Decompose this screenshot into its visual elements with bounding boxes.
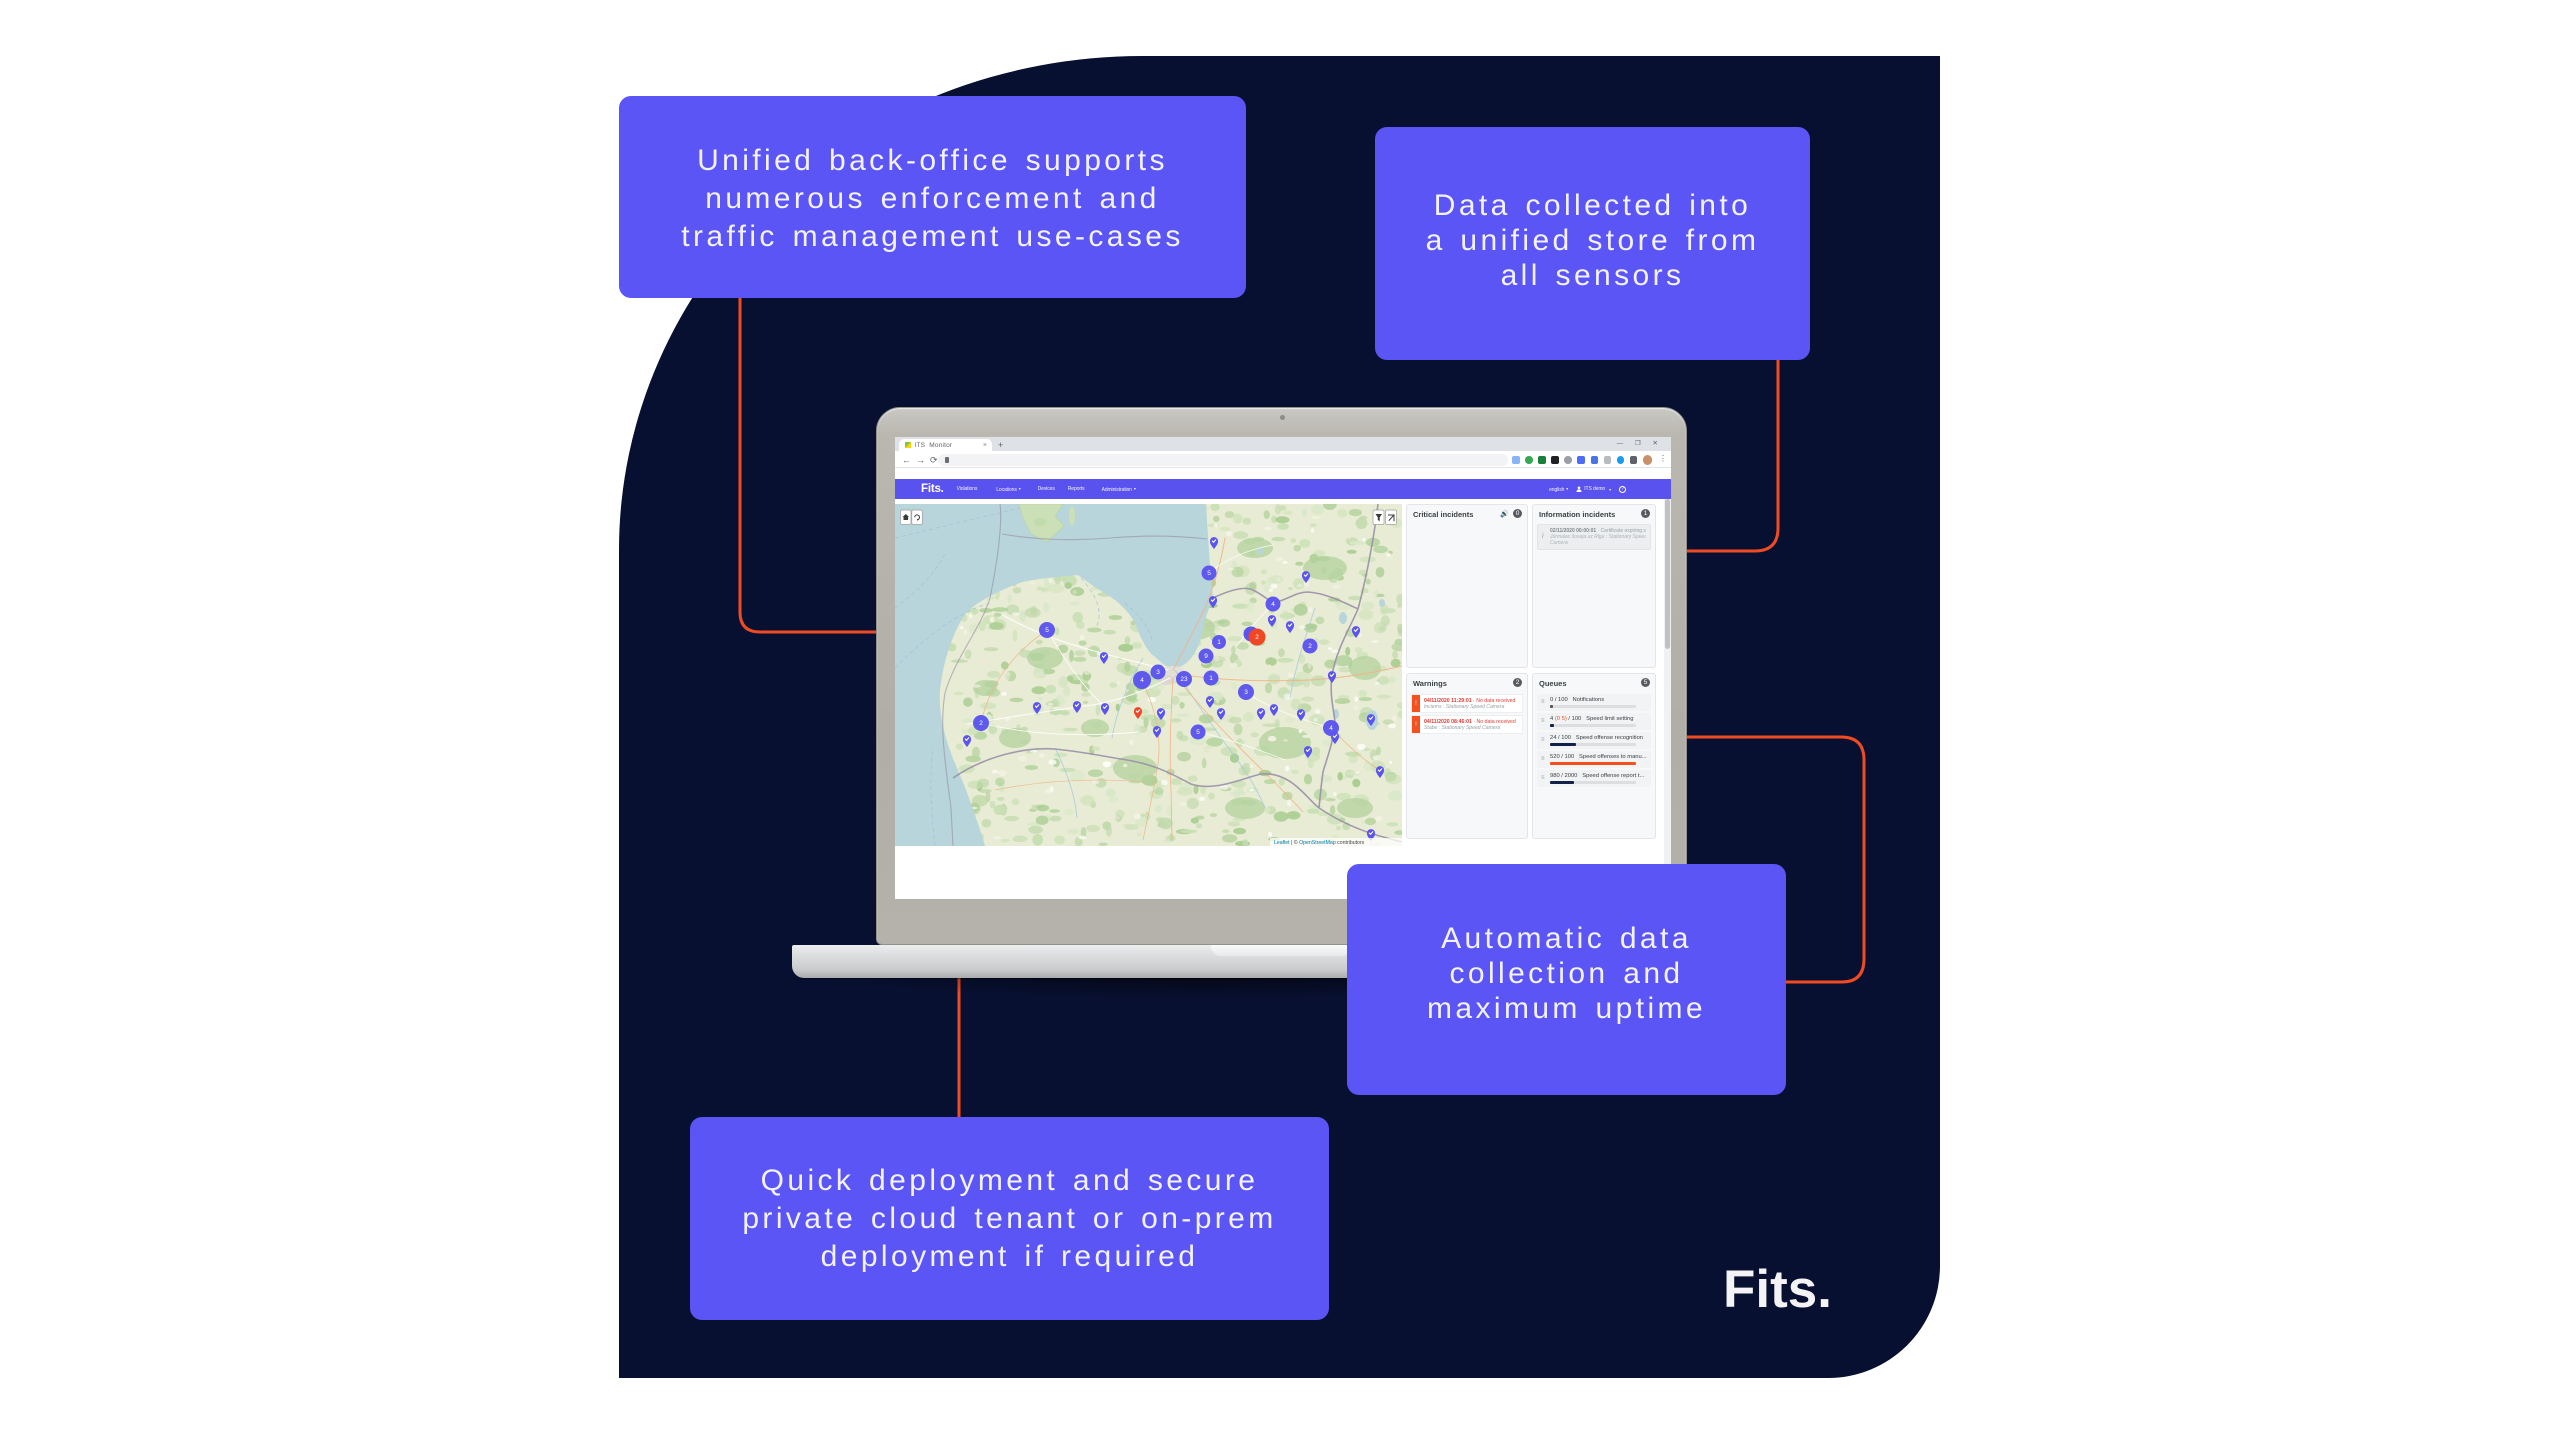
svg-text:3: 3: [1156, 669, 1160, 676]
svg-text:3: 3: [1244, 689, 1248, 696]
svg-text:4: 4: [1271, 601, 1275, 608]
svg-text:2: 2: [1308, 643, 1312, 650]
svg-text:4: 4: [1140, 677, 1144, 684]
svg-text:5: 5: [1045, 627, 1049, 634]
svg-text:1: 1: [1217, 639, 1221, 646]
svg-text:4: 4: [1329, 725, 1333, 732]
svg-text:5: 5: [1207, 570, 1211, 577]
svg-text:Leaflet | © OpenStreetMap cont: Leaflet | © OpenStreetMap contributors: [1274, 839, 1365, 846]
svg-text:23: 23: [1180, 676, 1188, 683]
svg-text:1: 1: [1209, 675, 1213, 682]
svg-text:5: 5: [1196, 729, 1200, 736]
svg-text:2: 2: [979, 720, 983, 727]
svg-text:9: 9: [1204, 653, 1208, 660]
svg-text:2: 2: [1255, 634, 1259, 641]
